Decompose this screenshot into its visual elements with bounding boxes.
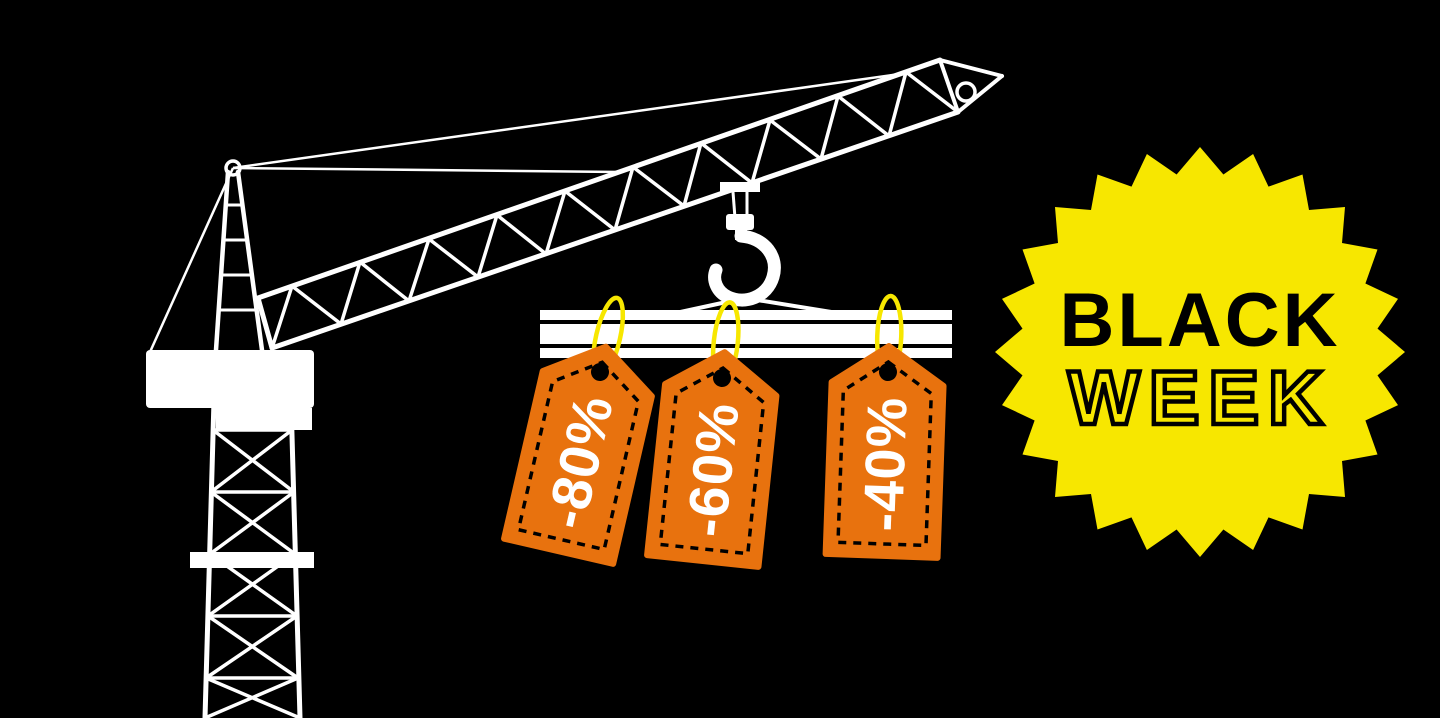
discount-label: -40% bbox=[851, 396, 919, 533]
crane-cab bbox=[146, 350, 314, 430]
price-tag-80: -80% bbox=[501, 295, 655, 567]
price-tag-60: -60% bbox=[644, 300, 780, 570]
tag-shape bbox=[822, 343, 947, 561]
crane-jib bbox=[255, 57, 1004, 351]
tag-dashed-border bbox=[658, 365, 766, 556]
tag-dashed-border bbox=[836, 359, 934, 548]
black-week-badge: BLACK WEEK bbox=[995, 147, 1405, 557]
price-tag-40: -40% bbox=[822, 293, 947, 561]
crane-tie-cables bbox=[148, 72, 901, 353]
tag-shape bbox=[501, 343, 655, 567]
tag-shape bbox=[644, 349, 780, 570]
tag-hole bbox=[713, 369, 731, 387]
badge-line2: WEEK bbox=[1068, 356, 1332, 441]
tag-dashed-border bbox=[516, 360, 641, 552]
crane-mast bbox=[190, 397, 314, 718]
tag-hole bbox=[591, 363, 609, 381]
discount-label: -60% bbox=[674, 399, 751, 540]
crane-apex bbox=[213, 159, 265, 353]
tag-hole bbox=[879, 363, 897, 381]
badge-line1: BLACK bbox=[1060, 278, 1341, 363]
badge-starburst bbox=[995, 147, 1405, 557]
crane-hook-icon bbox=[708, 182, 781, 307]
